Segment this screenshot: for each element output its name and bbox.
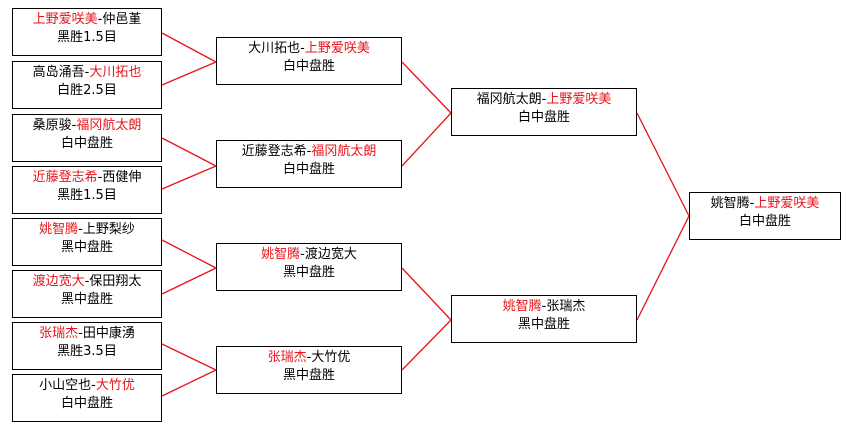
- player-1: 高岛涌吾: [32, 65, 85, 80]
- separator: -: [84, 274, 90, 289]
- player-1: 桑原骏: [32, 118, 72, 133]
- match-result: 黑胜1.5目: [57, 188, 117, 203]
- match-box-r1-4: 近藤登志希-西健伸 黑胜1.5目: [12, 166, 162, 214]
- separator: -: [306, 144, 312, 159]
- separator: -: [78, 222, 83, 237]
- player-2: 田中康湧: [82, 326, 135, 341]
- player-1: 张瑞杰: [267, 350, 307, 365]
- player-1: 渡边宽大: [32, 274, 85, 289]
- player-1: 上野爱咲美: [32, 12, 98, 27]
- match-box-r1-6: 渡边宽大-保田翔太 黑中盘胜: [12, 270, 162, 318]
- match-result: 黑中盘胜: [60, 240, 113, 255]
- match-box-r1-8: 小山空也-大竹优 白中盘胜: [12, 374, 162, 422]
- player-2: 大川拓也: [89, 65, 142, 80]
- match-box-r3-2: 姚智腾-张瑞杰 黑中盘胜: [451, 295, 637, 343]
- separator: -: [84, 65, 90, 80]
- match-box-final: 姚智腾-上野爱咲美 白中盘胜: [689, 192, 841, 240]
- match-box-r2-2: 近藤登志希-福冈航太朗 白中盘胜: [216, 140, 402, 188]
- player-1: 小山空也: [39, 378, 92, 393]
- match-box-r2-4: 张瑞杰-大竹优 黑中盘胜: [216, 346, 402, 394]
- player-1: 大川拓也: [248, 41, 301, 56]
- player-2: 保田翔太: [89, 274, 142, 289]
- connector-r2-1: [401, 61, 452, 114]
- separator: -: [71, 118, 77, 133]
- player-2: 上野爱咲美: [304, 41, 370, 56]
- match-result: 黑胜1.5目: [57, 30, 117, 45]
- player-1: 姚智腾: [39, 222, 79, 237]
- connector-r1-7: [161, 343, 217, 371]
- connector-r3-1: [636, 112, 690, 217]
- match-box-r1-5: 姚智腾-上野梨纱 黑中盘胜: [12, 218, 162, 266]
- match-box-r1-3: 桑原骏-福冈航太朗 白中盘胜: [12, 114, 162, 162]
- player-1: 福冈航太朗: [476, 92, 542, 107]
- player-1: 张瑞杰: [39, 326, 79, 341]
- connector-r1-5: [161, 239, 217, 269]
- connector-r1-2: [161, 61, 217, 86]
- match-result: 白中盘胜: [60, 396, 113, 411]
- match-box-r1-7: 张瑞杰-田中康湧 黑胜3.5目: [12, 322, 162, 370]
- player-2: 西健伸: [102, 170, 142, 185]
- match-box-r2-1: 大川拓也-上野爱咲美 白中盘胜: [216, 37, 402, 85]
- player-2: 渡边宽大: [304, 247, 357, 262]
- player-1: 近藤登志希: [32, 170, 98, 185]
- match-result: 黑中盘胜: [517, 317, 570, 332]
- player-2: 大竹优: [311, 350, 351, 365]
- connector-r1-3: [161, 137, 217, 167]
- match-result: 黑中盘胜: [60, 292, 113, 307]
- player-2: 张瑞杰: [546, 299, 586, 314]
- separator: -: [541, 92, 547, 107]
- match-result: 白中盘胜: [738, 214, 791, 229]
- match-box-r1-1: 上野爱咲美-仲邑堇 黑胜1.5目: [12, 8, 162, 56]
- player-1: 近藤登志希: [241, 144, 307, 159]
- separator: -: [541, 299, 547, 314]
- player-1: 姚智腾: [261, 247, 301, 262]
- match-result: 白胜2.5目: [57, 83, 117, 98]
- separator: -: [91, 378, 96, 393]
- separator: -: [97, 12, 103, 27]
- player-2: 福冈航太朗: [311, 144, 377, 159]
- player-2: 大竹优: [95, 378, 135, 393]
- match-result: 白中盘胜: [60, 136, 113, 151]
- match-result: 白中盘胜: [282, 162, 335, 177]
- match-box-r1-2: 高岛涌吾-大川拓也 白胜2.5目: [12, 61, 162, 109]
- separator: -: [97, 170, 103, 185]
- player-2: 上野梨纱: [82, 222, 135, 237]
- match-result: 黑胜3.5目: [57, 344, 117, 359]
- match-result: 白中盘胜: [282, 59, 335, 74]
- match-box-r2-3: 姚智腾-渡边宽大 黑中盘胜: [216, 243, 402, 291]
- connector-r1-1: [161, 32, 217, 63]
- connector-r1-8: [161, 369, 217, 397]
- match-result: 黑中盘胜: [282, 265, 335, 280]
- connector-r2-4: [401, 319, 452, 371]
- separator: -: [78, 326, 83, 341]
- match-box-r3-1: 福冈航太朗-上野爱咲美 白中盘胜: [451, 88, 637, 136]
- match-result: 白中盘胜: [517, 110, 570, 125]
- connector-r2-3: [401, 267, 452, 321]
- connector-r1-6: [161, 267, 217, 295]
- separator: -: [306, 350, 312, 365]
- connector-r2-2: [401, 112, 452, 167]
- player-2: 上野爱咲美: [754, 196, 820, 211]
- separator: -: [749, 196, 755, 211]
- player-2: 福冈航太朗: [76, 118, 142, 133]
- player-1: 姚智腾: [710, 196, 750, 211]
- separator: -: [300, 247, 305, 262]
- connector-r1-4: [161, 165, 217, 190]
- separator: -: [300, 41, 305, 56]
- match-result: 黑中盘胜: [282, 368, 335, 383]
- connector-r3-2: [636, 215, 690, 321]
- player-1: 姚智腾: [502, 299, 542, 314]
- player-2: 上野爱咲美: [546, 92, 612, 107]
- player-2: 仲邑堇: [102, 12, 142, 27]
